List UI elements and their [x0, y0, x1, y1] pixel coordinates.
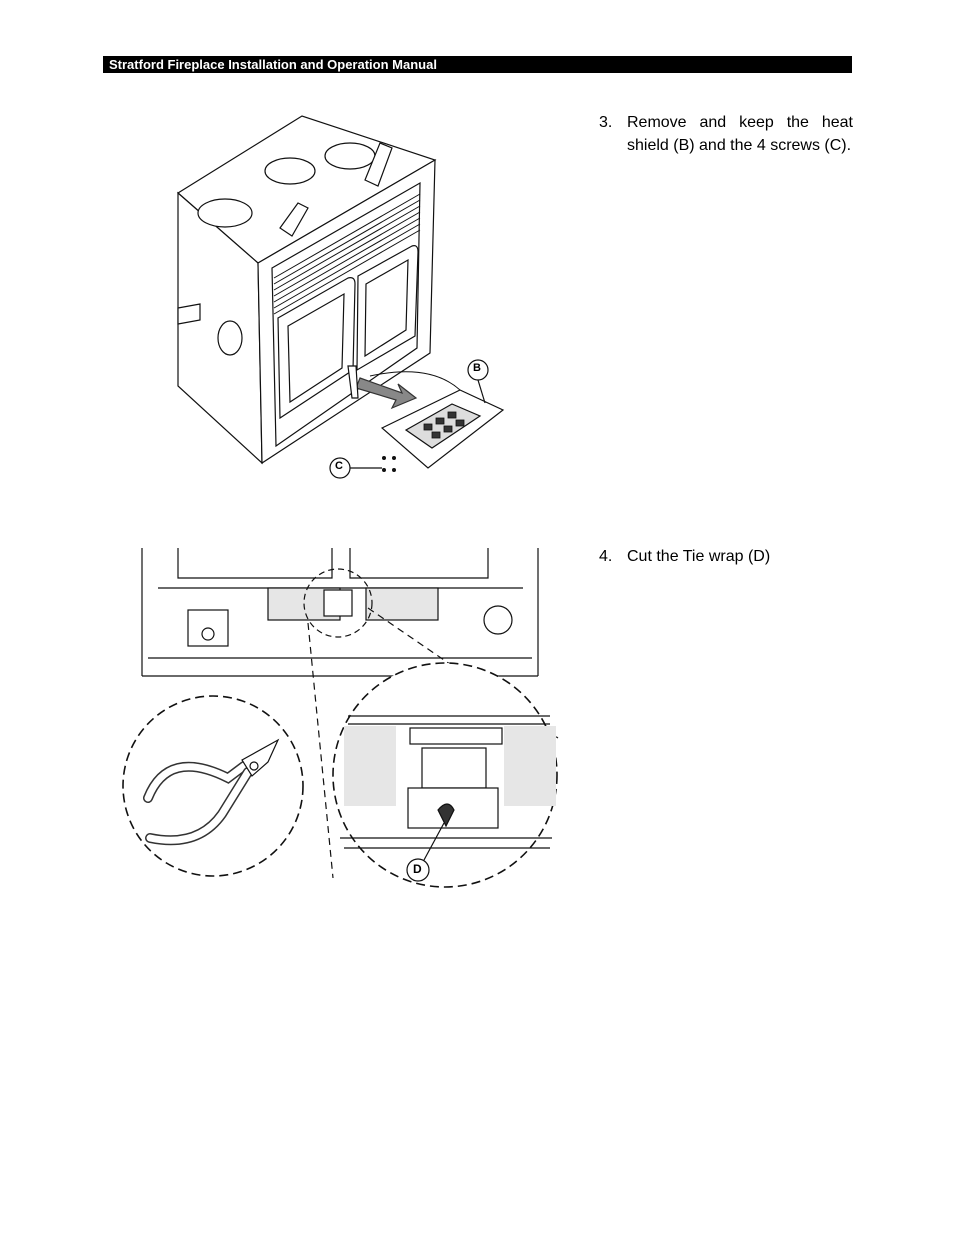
tie-wrap-cut-figure: D — [118, 548, 570, 898]
callout-b-label: B — [473, 362, 481, 374]
step-3-text: Remove and keep the heat shield (B) and … — [627, 114, 853, 154]
callout-c-label: C — [335, 460, 343, 472]
step-3: 3. Remove and keep the heat shield (B) a… — [599, 111, 853, 181]
step-4: 4. Cut the Tie wrap (D) — [599, 545, 853, 569]
step-4-text: Cut the Tie wrap (D) — [627, 548, 771, 565]
step-4-number: 4. — [599, 548, 613, 565]
step-3-number: 3. — [599, 114, 613, 131]
heat-shield-removal-figure: B C — [170, 108, 515, 486]
header-bar: Stratford Fireplace Installation and Ope… — [103, 56, 852, 73]
callout-d-label: D — [413, 862, 422, 876]
manual-title: Stratford Fireplace Installation and Ope… — [109, 57, 437, 72]
